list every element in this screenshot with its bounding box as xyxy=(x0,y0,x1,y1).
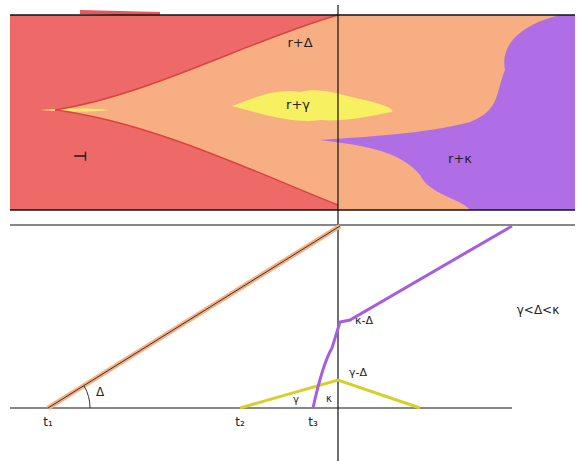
angle-arc xyxy=(84,386,90,408)
label: Δ xyxy=(96,386,104,398)
frame-line xyxy=(10,224,575,225)
label: t₂ xyxy=(235,416,245,428)
purple-region xyxy=(320,15,575,210)
label: r+γ xyxy=(286,98,310,111)
yellow-region xyxy=(232,90,392,121)
orange-region xyxy=(10,15,575,210)
label: γ-Δ xyxy=(349,367,367,378)
red-edge xyxy=(55,15,338,110)
label: κ-Δ xyxy=(355,315,373,326)
frame-line xyxy=(10,14,575,16)
red-edge xyxy=(55,110,338,205)
label: t₃ xyxy=(308,416,318,428)
red-stroke xyxy=(80,12,160,14)
purple-line xyxy=(313,226,512,408)
orange-line xyxy=(48,226,340,408)
label: r+Δ xyxy=(287,36,312,49)
label: r+κ xyxy=(448,152,472,165)
label: κ xyxy=(325,394,333,404)
vertical-axis xyxy=(337,5,338,461)
label: γ<Δ<κ xyxy=(517,304,560,316)
label: T xyxy=(71,151,86,160)
frame-line xyxy=(10,209,575,211)
label: t₁ xyxy=(43,416,53,428)
orange-line-core xyxy=(48,226,340,408)
axis-line xyxy=(10,407,512,408)
label: γ xyxy=(292,395,300,405)
thin-yellow xyxy=(40,109,110,112)
yellow-line xyxy=(240,380,420,408)
